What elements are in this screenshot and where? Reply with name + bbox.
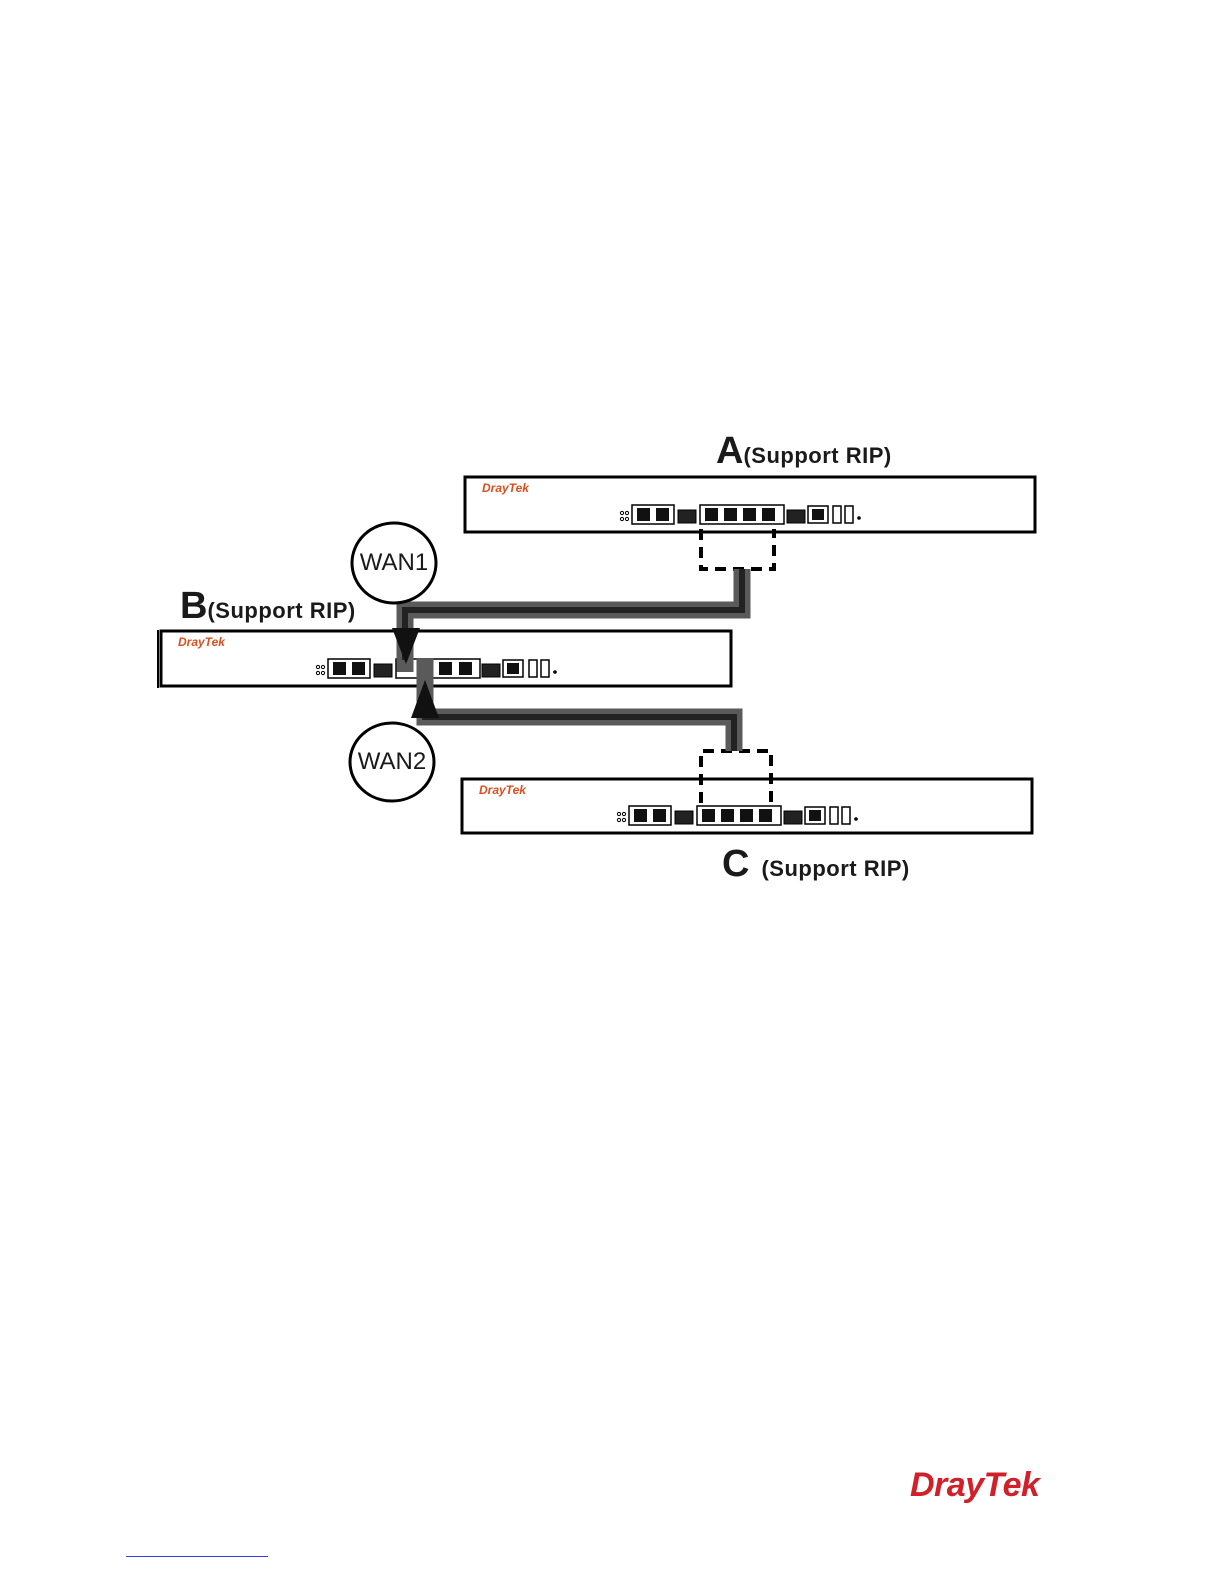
router-b-brand: DrayTek	[178, 635, 225, 649]
router-a-support: (Support RIP)	[743, 443, 891, 468]
router-c-brand: DrayTek	[479, 783, 526, 797]
footer-logo: DrayTek	[910, 1466, 1039, 1505]
router-b-support: (Support RIP)	[207, 598, 355, 623]
router-c-letter: C	[722, 843, 749, 885]
wan2-label: WAN2	[350, 720, 434, 804]
router-b-chassis	[158, 630, 731, 688]
router-c-support: (Support RIP)	[761, 856, 909, 881]
router-c-chassis	[462, 779, 1032, 833]
router-b-label: B(Support RIP)	[180, 585, 356, 628]
router-b-letter: B	[180, 585, 207, 627]
router-a-label: A(Support RIP)	[716, 430, 892, 473]
router-a-lan-dashed-box	[701, 529, 774, 569]
router-a-letter: A	[716, 430, 743, 472]
wan1-label: WAN1	[352, 521, 436, 605]
router-a-chassis	[465, 477, 1035, 532]
router-a-brand: DrayTek	[482, 481, 529, 495]
router-c-label: C (Support RIP)	[722, 843, 910, 886]
footer-link-underline	[126, 1556, 268, 1557]
